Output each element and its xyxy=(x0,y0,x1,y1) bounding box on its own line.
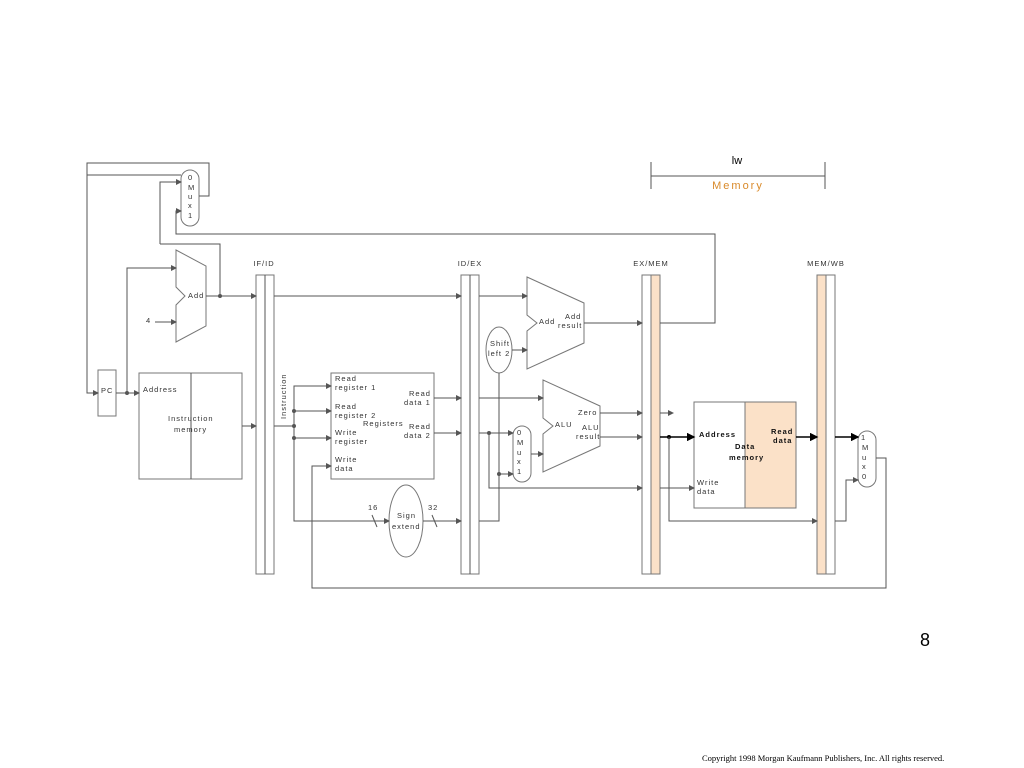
reg-rdata2-b: data 2 xyxy=(404,431,431,440)
bit-width-32: 32 xyxy=(428,503,438,512)
reg-read1-a: Read xyxy=(335,374,357,383)
mux-alu-1: M xyxy=(517,438,524,447)
reg-wdata-b: data xyxy=(335,464,354,473)
mux-writeback: 1 M u x 0 xyxy=(857,430,877,488)
alu: ALU Zero ALU result xyxy=(542,379,601,473)
shift-label-b: left 2 xyxy=(488,349,510,358)
alu-zero-label: Zero xyxy=(578,408,597,417)
dmem-read-b: data xyxy=(773,436,792,445)
mux-top-4: 1 xyxy=(188,211,193,220)
mux-top-1: M xyxy=(188,183,195,192)
add-result-b: result xyxy=(558,321,582,330)
reg-rdata2-a: Read xyxy=(409,422,431,431)
pipeline-register-id-ex: ID/EX xyxy=(458,259,483,575)
wires xyxy=(86,162,887,589)
bit-width-16: 16 xyxy=(368,503,378,512)
mux-wb-2: u xyxy=(862,453,867,462)
mux-wb-1: M xyxy=(862,443,869,452)
add-result-a: Add xyxy=(565,312,581,321)
branch-add-label: Add xyxy=(539,317,555,326)
instruction-memory: Address Instruction memory xyxy=(138,372,243,480)
mux-alu-4: 1 xyxy=(517,467,522,476)
alu-label: ALU xyxy=(555,420,573,429)
pipeline-register-ex-mem: EX/MEM xyxy=(633,259,669,575)
reg-write-b: register xyxy=(335,437,368,446)
mux-wb-4: 0 xyxy=(862,472,867,481)
stage-indicator: lw Memory xyxy=(650,155,826,192)
mux-top-3: x xyxy=(188,201,193,210)
mux-top-2: u xyxy=(188,192,193,201)
pc-register: PC xyxy=(97,369,117,417)
mux-alu-3: x xyxy=(517,457,522,466)
pipeline-label-ex-mem: EX/MEM xyxy=(633,259,669,268)
alu-result-b: result xyxy=(576,432,600,441)
copyright-notice: Copyright 1998 Morgan Kaufmann Publisher… xyxy=(702,753,945,763)
pipeline-label-if-id: IF/ID xyxy=(253,259,274,268)
reg-wdata-a: Write xyxy=(335,455,357,464)
constant-four: 4 xyxy=(146,316,151,325)
reg-read2-a: Read xyxy=(335,402,357,411)
shift-left-2: Shift left 2 xyxy=(485,326,513,374)
shift-label-a: Shift xyxy=(490,339,510,348)
dmem-write-b: data xyxy=(697,487,716,496)
adder-label: Add xyxy=(188,291,204,300)
imem-address-label: Address xyxy=(143,385,178,394)
mux-alu-0: 0 xyxy=(517,428,522,437)
imem-label-2: memory xyxy=(174,425,207,434)
pipeline-label-id-ex: ID/EX xyxy=(458,259,483,268)
reg-write-a: Write xyxy=(335,428,357,437)
mux-top-0: 0 xyxy=(188,173,193,182)
data-memory: Address Data memory Read data Write data xyxy=(693,401,797,509)
mux-pc-source: 0 M u x 1 xyxy=(180,169,200,227)
sign-extend-label-a: Sign xyxy=(397,511,416,520)
registers-label: Registers xyxy=(363,419,404,428)
imem-label-1: Instruction xyxy=(168,414,214,423)
dmem-address-label: Address xyxy=(699,430,736,439)
adder-pc-plus-4: Add xyxy=(175,249,207,343)
instruction-vertical-label: Instruction xyxy=(279,373,288,419)
dmem-label-1: Data xyxy=(735,442,755,451)
dmem-read-a: Read xyxy=(771,427,793,436)
register-file: Read register 1 Read register 2 Write re… xyxy=(330,372,435,480)
adder-branch: Add Add result xyxy=(526,276,585,370)
reg-read2-b: register 2 xyxy=(335,411,376,420)
pipeline-register-mem-wb: MEM/WB xyxy=(807,259,845,575)
mux-alu-source: 0 M u x 1 xyxy=(512,425,532,483)
page-number: 8 xyxy=(920,630,931,650)
reg-rdata1-b: data 1 xyxy=(404,398,431,407)
alu-result-a: ALU xyxy=(582,423,600,432)
pipeline-label-mem-wb: MEM/WB xyxy=(807,259,845,268)
mux-wb-0: 1 xyxy=(861,433,866,442)
stage-instruction: lw xyxy=(732,155,742,167)
pc-label: PC xyxy=(101,386,113,395)
pipeline-register-if-id: IF/ID xyxy=(253,259,275,575)
stage-name: Memory xyxy=(712,180,764,192)
dmem-label-2: memory xyxy=(729,453,764,462)
reg-rdata1-a: Read xyxy=(409,389,431,398)
reg-read1-b: register 1 xyxy=(335,383,376,392)
mux-wb-3: x xyxy=(862,462,867,471)
mux-alu-2: u xyxy=(517,448,522,457)
sign-extend-label-b: extend xyxy=(392,522,421,531)
dmem-write-a: Write xyxy=(697,478,719,487)
